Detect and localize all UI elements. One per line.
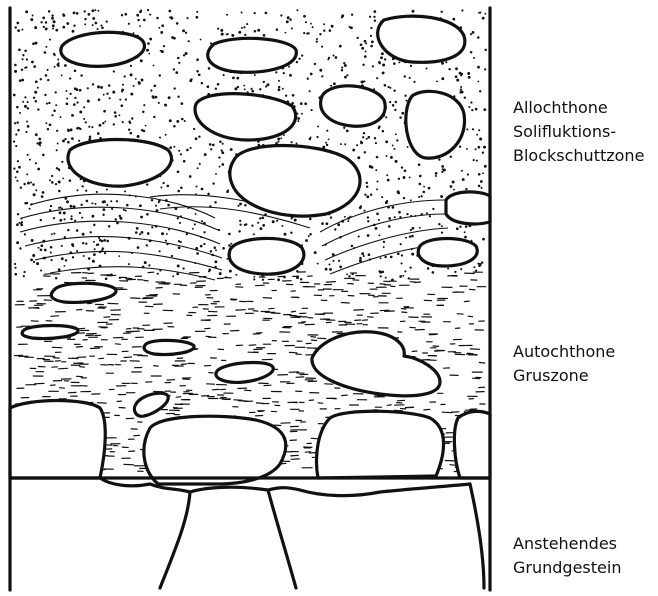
zone-label-line: Solifluktions-: [513, 120, 644, 144]
zone-label-gruszone: Autochthone Gruszone: [513, 340, 615, 388]
block: [406, 91, 465, 158]
block: [317, 411, 444, 478]
block: [229, 238, 304, 274]
block: [195, 94, 296, 140]
block: [418, 239, 477, 267]
zone-label-line: Anstehendes: [513, 532, 621, 556]
blocks: [10, 16, 490, 484]
block: [144, 340, 194, 354]
block: [230, 146, 360, 217]
bedrock: [10, 478, 490, 588]
block: [144, 416, 286, 484]
block: [134, 393, 168, 416]
zone-label-blockschutt: Allochthone Solifluktions- Blockschuttzo…: [513, 96, 644, 168]
zone-label-line: Blockschuttzone: [513, 144, 644, 168]
block: [10, 401, 105, 479]
soil-profile-diagram: [0, 0, 500, 596]
block: [61, 32, 145, 66]
block: [454, 411, 490, 478]
block: [446, 192, 490, 224]
zone-label-line: Autochthone: [513, 340, 615, 364]
block: [51, 283, 116, 302]
block: [321, 86, 386, 126]
zone-label-line: Gruszone: [513, 364, 615, 388]
block: [378, 16, 465, 62]
zone-label-line: Allochthone: [513, 96, 644, 120]
block: [208, 38, 297, 72]
block: [68, 140, 172, 187]
block: [312, 332, 440, 396]
block: [216, 363, 273, 383]
block: [22, 326, 78, 339]
zone-label-line: Grundgestein: [513, 556, 621, 580]
zone-label-grundgestein: Anstehendes Grundgestein: [513, 532, 621, 580]
